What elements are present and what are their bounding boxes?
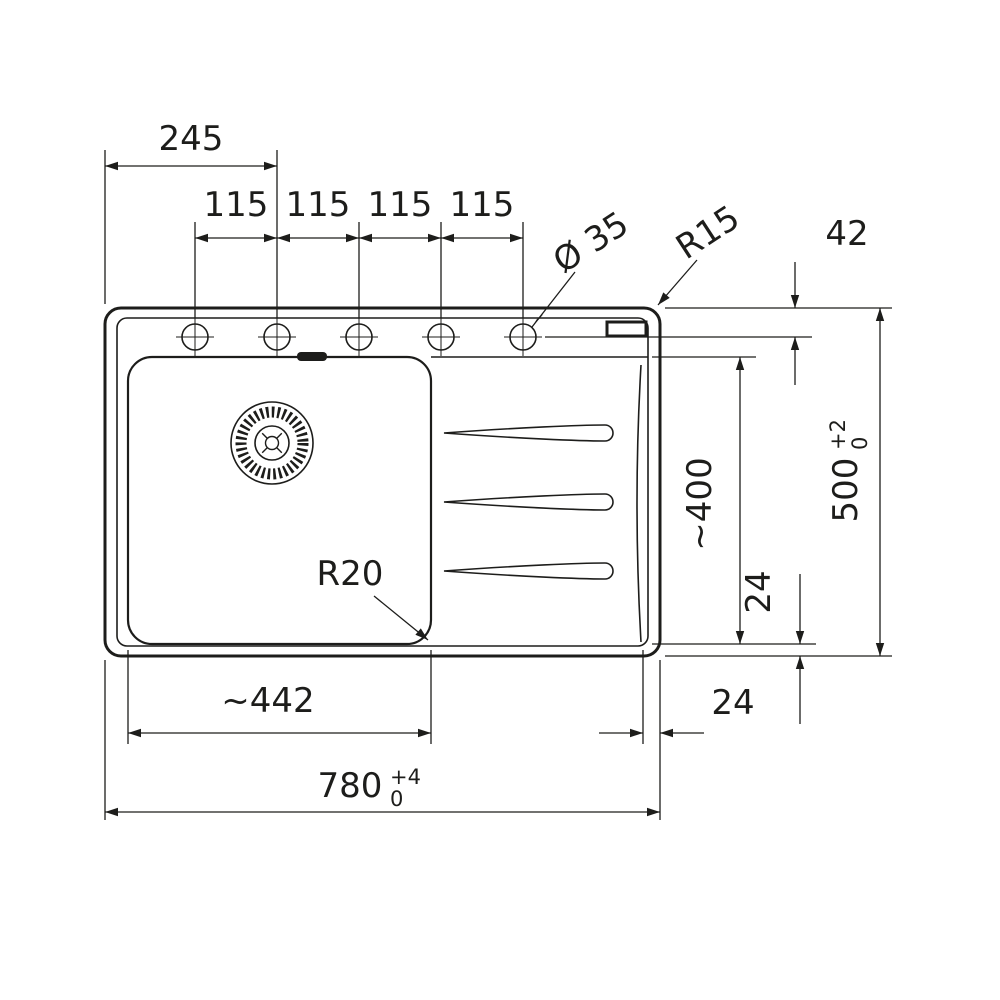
dim-corner-radius-label: R15: [669, 198, 747, 268]
drainer-groove: [443, 424, 614, 442]
dim-115-2-label: 115: [286, 185, 351, 225]
tap-holes: [176, 318, 542, 356]
dim-24-bottom: 24: [599, 650, 755, 744]
tap-hole: [258, 318, 296, 356]
dim-24-right: 24: [739, 570, 805, 724]
drainer-groove: [443, 493, 614, 511]
dim-500-label: 500: [826, 458, 866, 523]
tap-hole: [176, 318, 214, 356]
dim-245: 245: [104, 119, 278, 318]
dim-780-label: 780: [318, 766, 383, 806]
sink-rim-inner: [116, 317, 649, 647]
dim-780: 780 +4 0: [104, 660, 661, 820]
dim-442: ~442: [127, 650, 432, 744]
dim-r20-label: R20: [317, 554, 384, 594]
dim-780-tol-top: +4: [390, 765, 421, 789]
dim-corner-radius: R15: [657, 198, 747, 306]
dim-500-tol-top: +2: [826, 419, 850, 450]
dim-115-chain: 115 115 115 115: [194, 185, 524, 318]
tap-hole: [504, 318, 542, 356]
dim-42-label: 42: [825, 214, 868, 254]
dim-400: ~400: [652, 356, 816, 645]
dim-245-label: 245: [159, 119, 224, 159]
overflow-slot: [297, 352, 327, 361]
dim-24-bottom-label: 24: [711, 683, 754, 723]
dim-115-4-label: 115: [450, 185, 515, 225]
sink-outline: [103, 306, 662, 658]
dim-500-tol-bottom: 0: [848, 437, 872, 450]
dim-42: 42: [545, 214, 892, 385]
dim-500: 500 +2 0: [665, 308, 892, 657]
dim-24-right-label: 24: [739, 570, 779, 613]
dim-442-label: ~442: [221, 681, 314, 721]
drainer-right-edge: [636, 364, 642, 643]
dim-780-tol-bottom: 0: [390, 787, 403, 811]
dim-115-1-label: 115: [204, 185, 269, 225]
drain-assembly: [230, 401, 314, 485]
dim-bowl-corner-radius: R20: [317, 554, 429, 641]
dim-hole-diameter-label: Ø 35: [546, 204, 636, 282]
drainer-groove: [443, 562, 614, 580]
drainer-grooves: [443, 424, 614, 580]
dim-400-label: ~400: [680, 457, 720, 550]
tap-hole: [340, 318, 378, 356]
tap-hole: [422, 318, 460, 356]
sink-body: [103, 306, 662, 658]
bowl-outline: [126, 355, 433, 646]
accessory-hole: [605, 320, 648, 338]
dim-115-3-label: 115: [368, 185, 433, 225]
